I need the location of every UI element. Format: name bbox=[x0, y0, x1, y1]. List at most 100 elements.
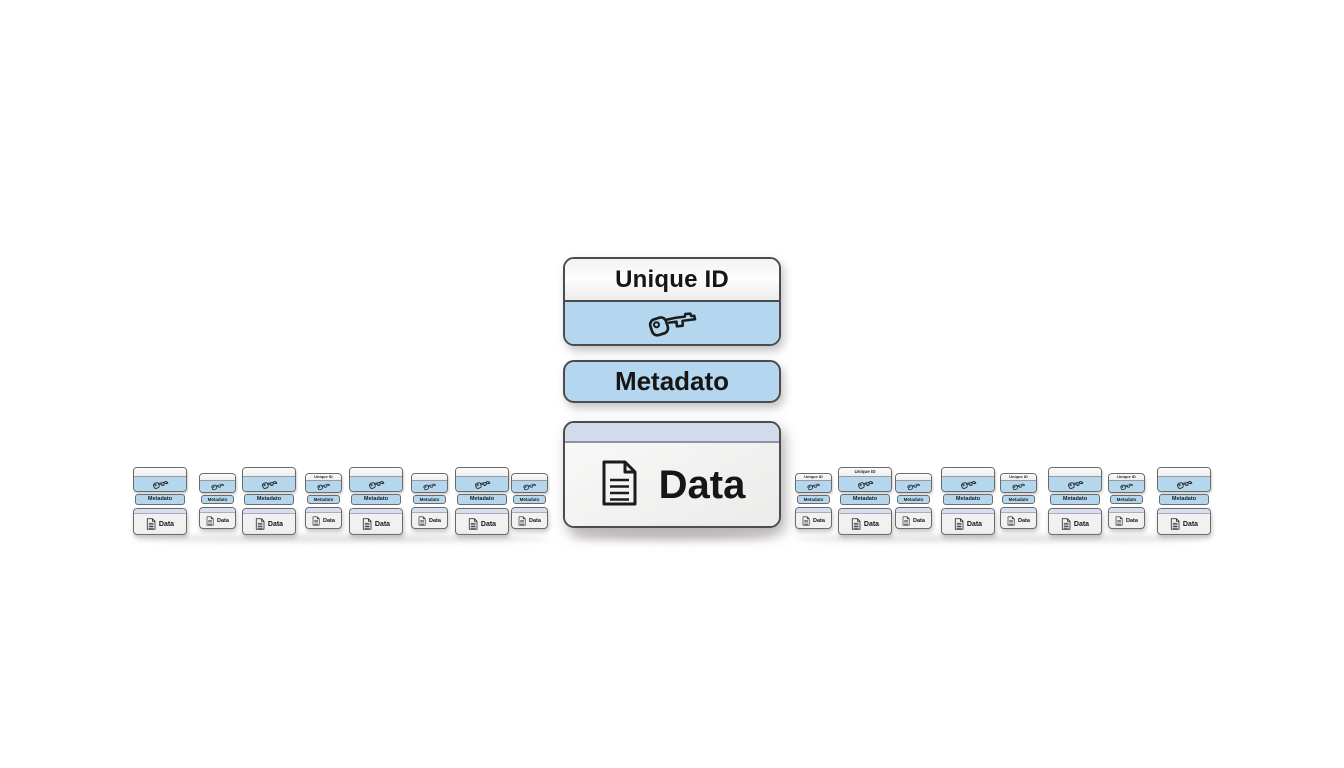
document-icon bbox=[1115, 516, 1123, 525]
mini-data-body: Data bbox=[796, 513, 831, 528]
mini-unique-title: Unique ID bbox=[306, 474, 341, 481]
central-shadow bbox=[572, 531, 772, 540]
mini-data-strip bbox=[456, 509, 508, 514]
document-icon bbox=[418, 516, 426, 525]
mini-record-stack: Metadato Data bbox=[895, 473, 932, 529]
mini-record-stack: Metadato Data bbox=[1048, 467, 1102, 535]
mini-key-section bbox=[350, 477, 402, 491]
mini-data-body: Data bbox=[412, 513, 447, 528]
mini-data-body: Data bbox=[1109, 513, 1144, 528]
mini-unique-card: Unique ID bbox=[838, 467, 892, 492]
mini-metadato-strip: Metadato bbox=[1159, 494, 1209, 505]
mini-data-label: Data bbox=[158, 520, 175, 528]
mini-record-stack: Metadato Data bbox=[511, 473, 548, 529]
mini-record-stack: Metadato Data bbox=[941, 467, 995, 535]
mini-record-stack: Metadato Data bbox=[1157, 467, 1211, 535]
mini-key-section bbox=[306, 481, 341, 492]
mini-data-label: Data bbox=[374, 520, 391, 528]
mini-data-strip bbox=[1158, 509, 1210, 514]
mini-data-label: Data bbox=[323, 517, 335, 524]
mini-unique-card: Unique ID bbox=[795, 473, 832, 493]
mini-data-label: Data bbox=[1182, 520, 1199, 528]
document-icon bbox=[362, 518, 372, 530]
mini-data-card: Data bbox=[1157, 508, 1211, 535]
mini-metadato-strip: Metadato bbox=[457, 494, 507, 505]
mini-unique-title bbox=[134, 468, 186, 477]
mini-data-body: Data bbox=[306, 513, 341, 528]
mini-unique-card bbox=[455, 467, 509, 492]
mini-data-strip bbox=[134, 509, 186, 514]
mini-key-section bbox=[1109, 481, 1144, 492]
mini-unique-title: Unique ID bbox=[1109, 474, 1144, 481]
mini-data-strip bbox=[412, 508, 447, 513]
mini-stacks-row-left: Metadato Data Metadato Data Meta bbox=[133, 463, 558, 543]
mini-metadato-strip: Metadato bbox=[1002, 495, 1035, 504]
key-icon bbox=[317, 483, 330, 491]
mini-data-label: Data bbox=[480, 520, 497, 528]
mini-unique-card bbox=[242, 467, 296, 492]
document-icon bbox=[518, 516, 526, 525]
mini-unique-card bbox=[349, 467, 403, 492]
mini-data-card: Data bbox=[349, 508, 403, 535]
mini-data-card: Data bbox=[895, 507, 932, 529]
document-icon bbox=[1170, 518, 1180, 530]
mini-metadato-strip: Metadato bbox=[201, 495, 234, 504]
mini-record-stack: Metadato Data bbox=[242, 467, 296, 535]
mini-metadato-strip: Metadato bbox=[943, 494, 993, 505]
key-icon bbox=[1067, 480, 1083, 489]
document-icon bbox=[146, 518, 156, 530]
mini-metadato-strip: Metadato bbox=[840, 494, 890, 505]
unique-id-title: Unique ID bbox=[565, 259, 779, 302]
document-icon bbox=[312, 516, 320, 525]
mini-data-strip bbox=[1001, 508, 1036, 513]
mini-data-body: Data bbox=[896, 513, 931, 528]
mini-data-body: Data bbox=[942, 514, 994, 534]
data-card-body: Data bbox=[565, 443, 779, 526]
mini-unique-card bbox=[895, 473, 932, 493]
mini-unique-title bbox=[896, 474, 931, 481]
mini-unique-title bbox=[942, 468, 994, 477]
mini-record-stack: Unique ID Metadato Data bbox=[838, 467, 892, 535]
mini-data-card: Data bbox=[838, 508, 892, 535]
mini-data-label: Data bbox=[863, 520, 880, 528]
mini-metadato-strip: Metadato bbox=[897, 495, 930, 504]
mini-key-section bbox=[1158, 477, 1210, 491]
mini-data-card: Data bbox=[305, 507, 342, 529]
mini-data-body: Data bbox=[134, 514, 186, 534]
mini-data-card: Data bbox=[242, 508, 296, 535]
mini-data-label: Data bbox=[429, 517, 441, 524]
key-icon bbox=[857, 480, 873, 489]
mini-unique-title bbox=[412, 474, 447, 481]
mini-data-label: Data bbox=[529, 517, 541, 524]
mini-metadato-strip: Metadato bbox=[513, 495, 546, 504]
mini-unique-title bbox=[243, 468, 295, 477]
mini-unique-card bbox=[199, 473, 236, 493]
document-icon bbox=[206, 516, 214, 525]
mini-unique-title bbox=[456, 468, 508, 477]
mini-key-section bbox=[839, 477, 891, 491]
mini-key-section bbox=[456, 477, 508, 491]
mini-key-section bbox=[1001, 481, 1036, 492]
mini-unique-card bbox=[941, 467, 995, 492]
document-icon-slot bbox=[599, 459, 639, 512]
mini-data-strip bbox=[942, 509, 994, 514]
mini-data-strip bbox=[839, 509, 891, 514]
mini-data-card: Data bbox=[1108, 507, 1145, 529]
mini-record-stack: Metadato Data bbox=[455, 467, 509, 535]
mini-unique-card: Unique ID bbox=[1000, 473, 1037, 493]
mini-data-body: Data bbox=[243, 514, 295, 534]
mini-data-card: Data bbox=[795, 507, 832, 529]
mini-data-strip bbox=[1049, 509, 1101, 514]
mini-key-section bbox=[896, 481, 931, 492]
key-section bbox=[565, 302, 779, 344]
mini-key-section bbox=[796, 481, 831, 492]
data-card-header-strip bbox=[565, 423, 779, 443]
mini-data-card: Data bbox=[133, 508, 187, 535]
mini-data-body: Data bbox=[839, 514, 891, 534]
mini-data-label: Data bbox=[1126, 517, 1138, 524]
document-icon bbox=[602, 460, 637, 506]
mini-metadato-strip: Metadato bbox=[413, 495, 446, 504]
mini-data-label: Data bbox=[267, 520, 284, 528]
mini-unique-card bbox=[133, 467, 187, 492]
mini-unique-title: Unique ID bbox=[1001, 474, 1036, 481]
